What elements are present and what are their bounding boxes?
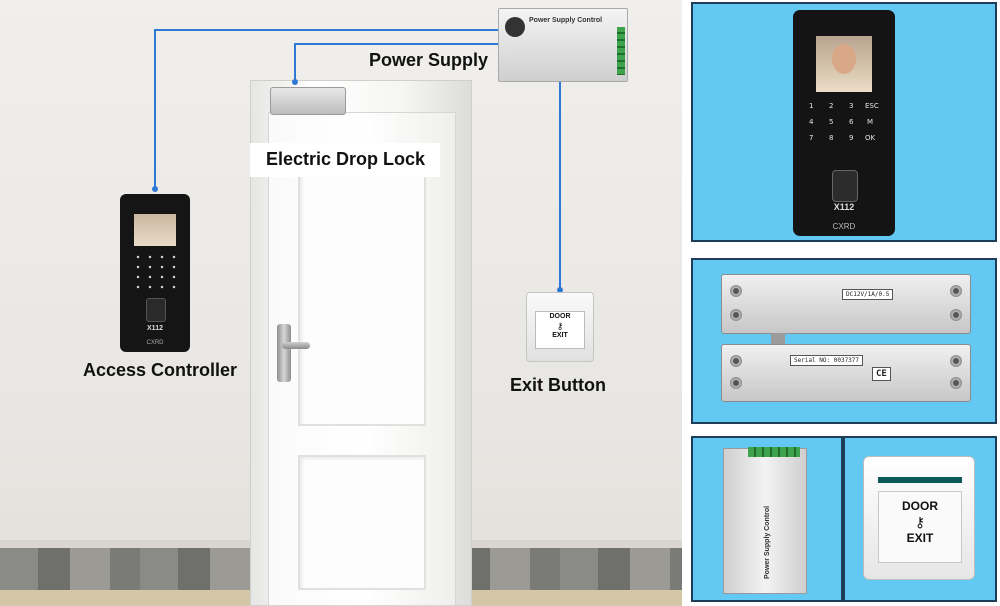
wire-lock [294, 43, 500, 82]
key-icon: ⚷ [914, 514, 926, 530]
controller-screen [134, 214, 176, 246]
door-panel-lower [298, 455, 426, 590]
lock-serial-label: Serial NO: 0037377 [790, 355, 864, 366]
screw-icon [730, 309, 742, 321]
panel-access-controller: 1 2 3 ESC 4 5 6 M 7 8 9 OK X112 CXRD [691, 2, 997, 242]
screw-icon [730, 377, 742, 389]
wire-controller [154, 29, 500, 188]
key-8: 8 [829, 134, 834, 142]
exit-indicator-bar [878, 477, 962, 483]
exit-closeup-door: DOOR [902, 499, 938, 513]
label-box-lock [250, 143, 440, 177]
door-panel-upper [298, 148, 426, 426]
key-m: M [867, 118, 874, 126]
psu-terminals [617, 27, 625, 75]
wire-node-controller [152, 186, 158, 192]
access-controller-closeup: 1 2 3 ESC 4 5 6 M 7 8 9 OK X112 CXRD [793, 10, 895, 236]
screw-icon [950, 285, 962, 297]
controller-model: X112 [147, 325, 163, 332]
access-controller-device: X112 CXRD [120, 194, 190, 352]
key-2: 2 [829, 102, 834, 110]
controller-keypad [132, 252, 178, 292]
key-1: 1 [809, 102, 814, 110]
panel-drop-lock: DC12V/1A/0.5 Serial NO: 0037377 CE [691, 258, 997, 424]
closeup-fingerprint-sensor [832, 170, 858, 202]
lock-strike-plate: Serial NO: 0037377 CE [721, 344, 971, 402]
exit-closeup-face: DOOR ⚷ EXIT [878, 491, 962, 563]
exit-door-text: DOOR [549, 313, 571, 320]
ce-mark: CE [872, 367, 891, 381]
door-handle-plate [277, 324, 291, 382]
psu-title: Power Supply Control [529, 17, 603, 24]
key-ok: OK [865, 134, 876, 142]
exit-closeup-exit: EXIT [906, 531, 934, 545]
face-image [832, 44, 856, 74]
closeup-model: X112 [833, 202, 855, 212]
screw-icon [730, 285, 742, 297]
key-7: 7 [809, 134, 814, 142]
wiring [152, 29, 563, 293]
closeup-screen [816, 36, 872, 92]
screw-icon [730, 355, 742, 367]
panel-power-supply: Power Supply Control [691, 436, 843, 602]
lock-bolt [771, 333, 785, 345]
screw-icon [950, 309, 962, 321]
key-6: 6 [849, 118, 854, 126]
wire-node-exit [557, 287, 563, 293]
psu-closeup-terminals [748, 447, 800, 457]
door-handle [282, 342, 310, 349]
power-supply-closeup: Power Supply Control [723, 447, 807, 594]
label-power-supply: Power Supply [369, 50, 489, 70]
screw-icon [950, 377, 962, 389]
lock-body-plate: DC12V/1A/0.5 [721, 274, 971, 334]
key-3: 3 [849, 102, 854, 110]
key-9: 9 [849, 134, 854, 142]
exit-button-closeup: DOOR ⚷ EXIT [863, 456, 975, 580]
panel-exit-button: DOOR ⚷ EXIT [843, 436, 997, 602]
power-supply-device: Power Supply Control [498, 8, 628, 82]
key-icon: ⚷ [556, 321, 564, 331]
key-5: 5 [829, 118, 834, 126]
psu-closeup-title: Power Supply Control [764, 505, 771, 579]
key-4: 4 [809, 118, 814, 126]
exit-button-device: DOOR ⚷ EXIT [526, 292, 594, 362]
label-access-controller: Access Controller [83, 360, 238, 380]
closeup-brand: CXRD [832, 222, 856, 231]
screw-icon [950, 355, 962, 367]
controller-brand: CXRD [146, 340, 164, 346]
label-exit-button: Exit Button [510, 375, 606, 395]
psu-logo [505, 17, 525, 37]
fingerprint-sensor [146, 298, 166, 322]
installation-scene: Power Supply Control X112 CXRD DOOR ⚷ EX… [0, 0, 682, 606]
closeup-keypad: 1 2 3 ESC 4 5 6 M 7 8 9 OK [807, 102, 881, 158]
exit-exit-text: EXIT [552, 332, 568, 339]
drop-lock-device [270, 87, 346, 115]
exit-button-face: DOOR ⚷ EXIT [535, 311, 585, 349]
key-esc: ESC [865, 102, 879, 110]
lock-voltage-label: DC12V/1A/0.5 [842, 289, 894, 300]
label-electric-drop-lock: Electric Drop Lock [266, 149, 426, 169]
wire-node-lock [292, 79, 298, 85]
